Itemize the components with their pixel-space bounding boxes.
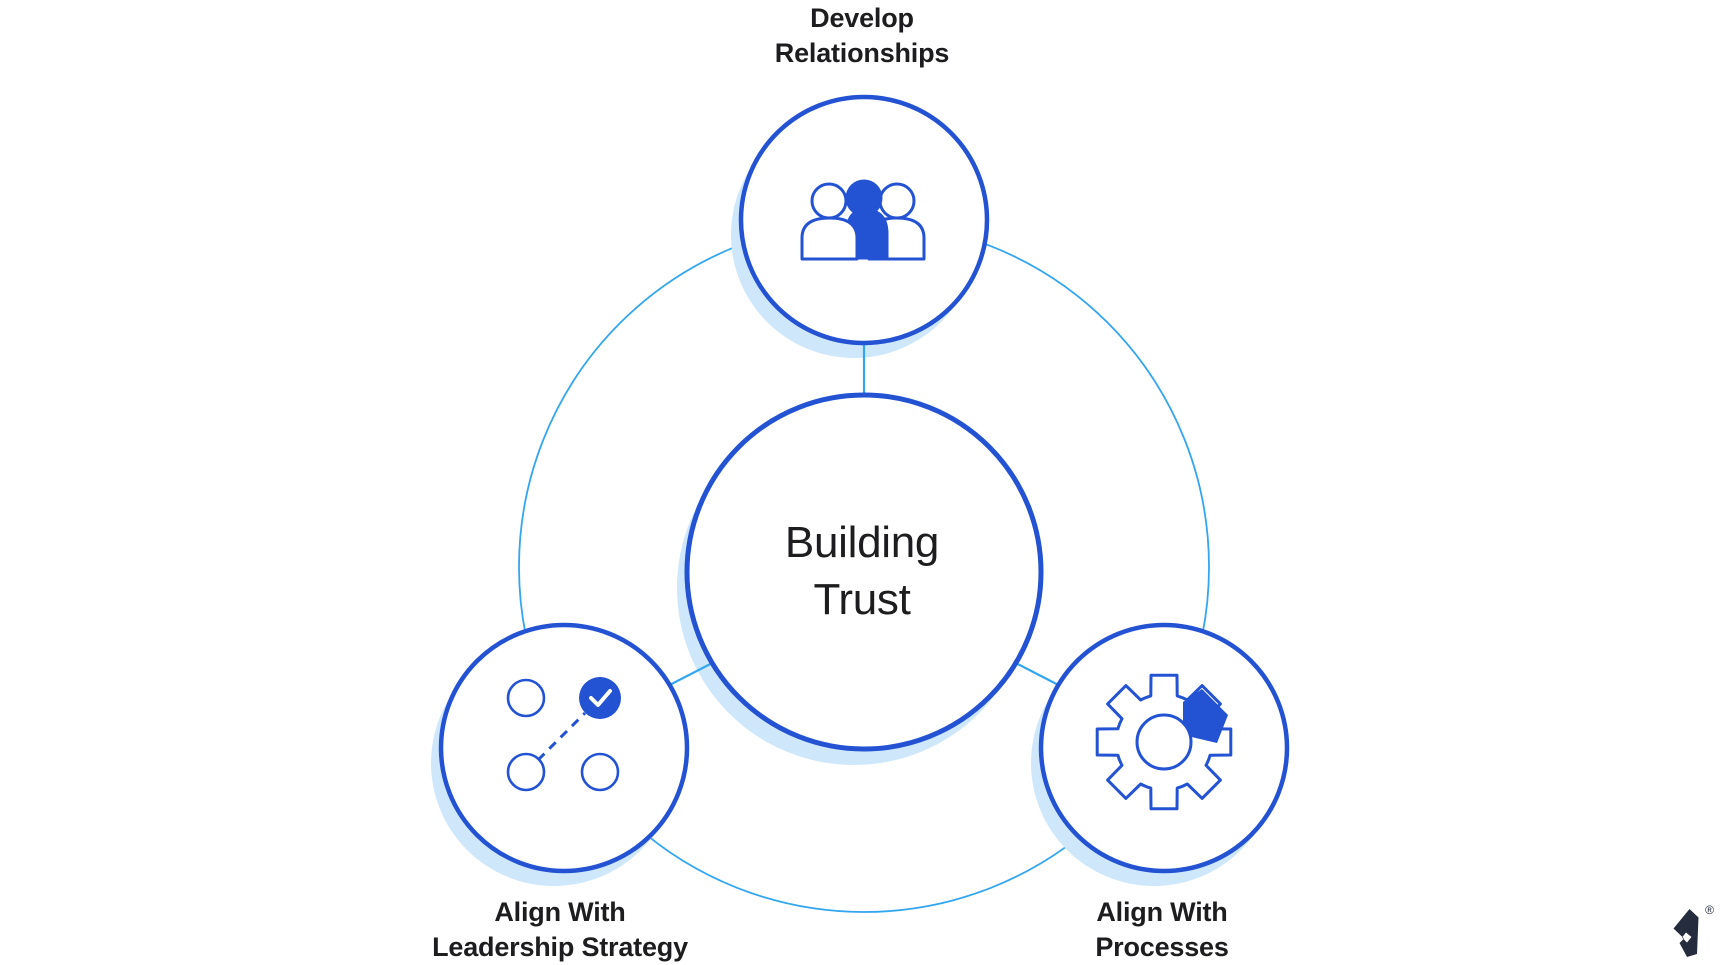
center-node-title: Building Trust [784, 518, 940, 624]
top-node-label: Develop Relationships [774, 3, 950, 68]
people-icon [800, 179, 926, 261]
gear-icon [1095, 673, 1233, 811]
bottom-left-node-circle [438, 622, 690, 874]
bottom-right-node-label: Align With Processes [1095, 897, 1229, 962]
check-circle [579, 677, 621, 719]
registered-trademark-symbol: ® [1705, 903, 1714, 917]
gear-hole [1135, 713, 1193, 771]
toptal-logo: ® [1668, 903, 1716, 959]
nodes-check-icon [506, 677, 621, 792]
pentagon-shape [1183, 689, 1228, 743]
bottom-left-node-label: Align With Leadership Strategy [432, 897, 688, 962]
center-circle [684, 392, 1044, 752]
check-mark [589, 689, 612, 707]
toptal-logo-mark [1673, 909, 1699, 957]
